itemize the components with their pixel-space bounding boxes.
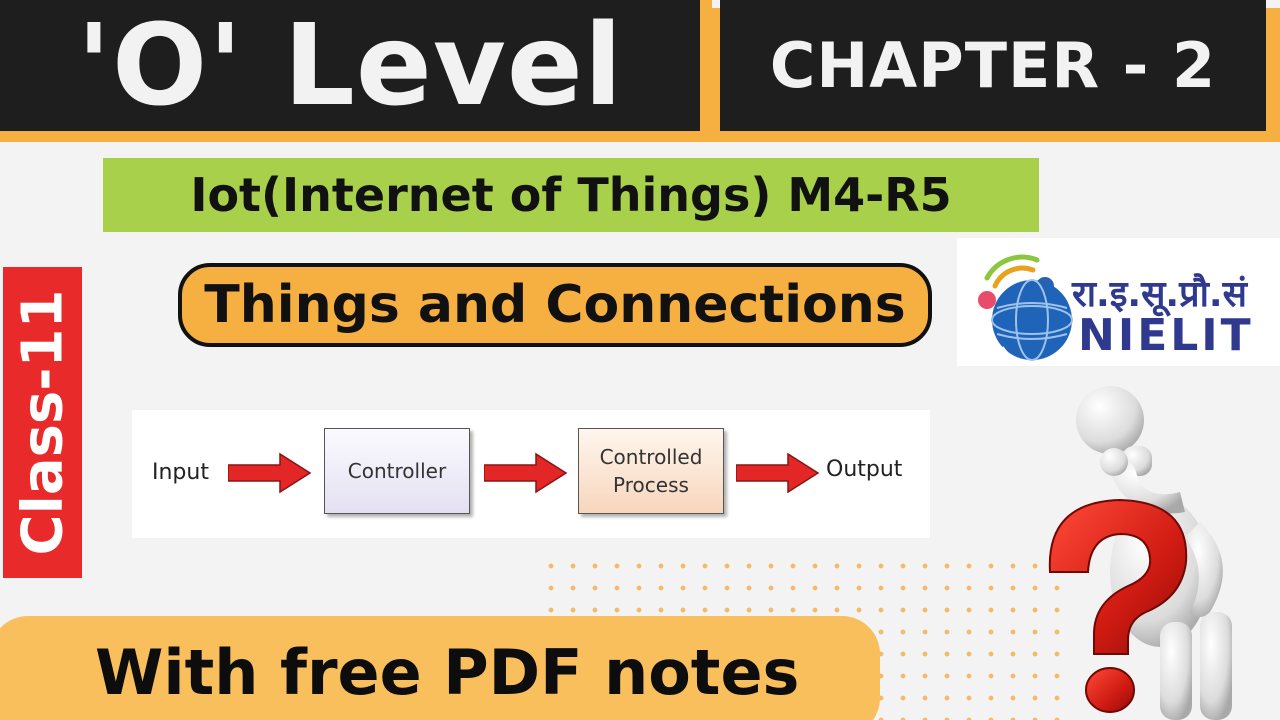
chapter-banner: CHAPTER - 2 — [720, 0, 1266, 131]
diagram-output-label: Output — [826, 457, 903, 482]
arrow-right-icon — [736, 452, 820, 494]
class-label: Class-11 — [10, 289, 76, 556]
topic-pill: Things and Connections — [178, 263, 932, 347]
arrow-right-icon — [228, 452, 312, 494]
footer-pill — [0, 616, 880, 720]
diagram-process-line2: Process — [613, 473, 689, 497]
diagram-process-box: Controlled Process — [578, 428, 724, 514]
logo-hindi-text: रा.इ.सू.प्रौ.सं — [1072, 274, 1247, 315]
diagram-process-line1: Controlled — [599, 445, 703, 469]
diagram-controller-box: Controller — [324, 428, 470, 514]
thinking-person-question-mark-icon — [1048, 386, 1232, 720]
footer-text: With free PDF notes — [95, 636, 800, 709]
subtitle-banner: Iot(Internet of Things) M4-R5 — [103, 158, 1039, 232]
nielit-globe-icon — [978, 254, 1088, 372]
subtitle: Iot(Internet of Things) M4-R5 — [190, 168, 952, 222]
nielit-logo — [957, 238, 1280, 372]
diagram-input-label: Input — [152, 460, 209, 485]
chapter-label: CHAPTER - 2 — [769, 28, 1217, 102]
class-badge: Class-11 — [3, 267, 82, 578]
title-banner: 'O' Level — [0, 0, 700, 131]
logo-name-text: NIELIT — [1078, 310, 1254, 361]
arrow-right-icon — [484, 452, 568, 494]
title: 'O' Level — [76, 0, 624, 131]
topic: Things and Connections — [204, 275, 906, 335]
diagram-process-label: Controlled Process — [600, 443, 703, 499]
diagram-controller-label: Controller — [347, 459, 447, 483]
